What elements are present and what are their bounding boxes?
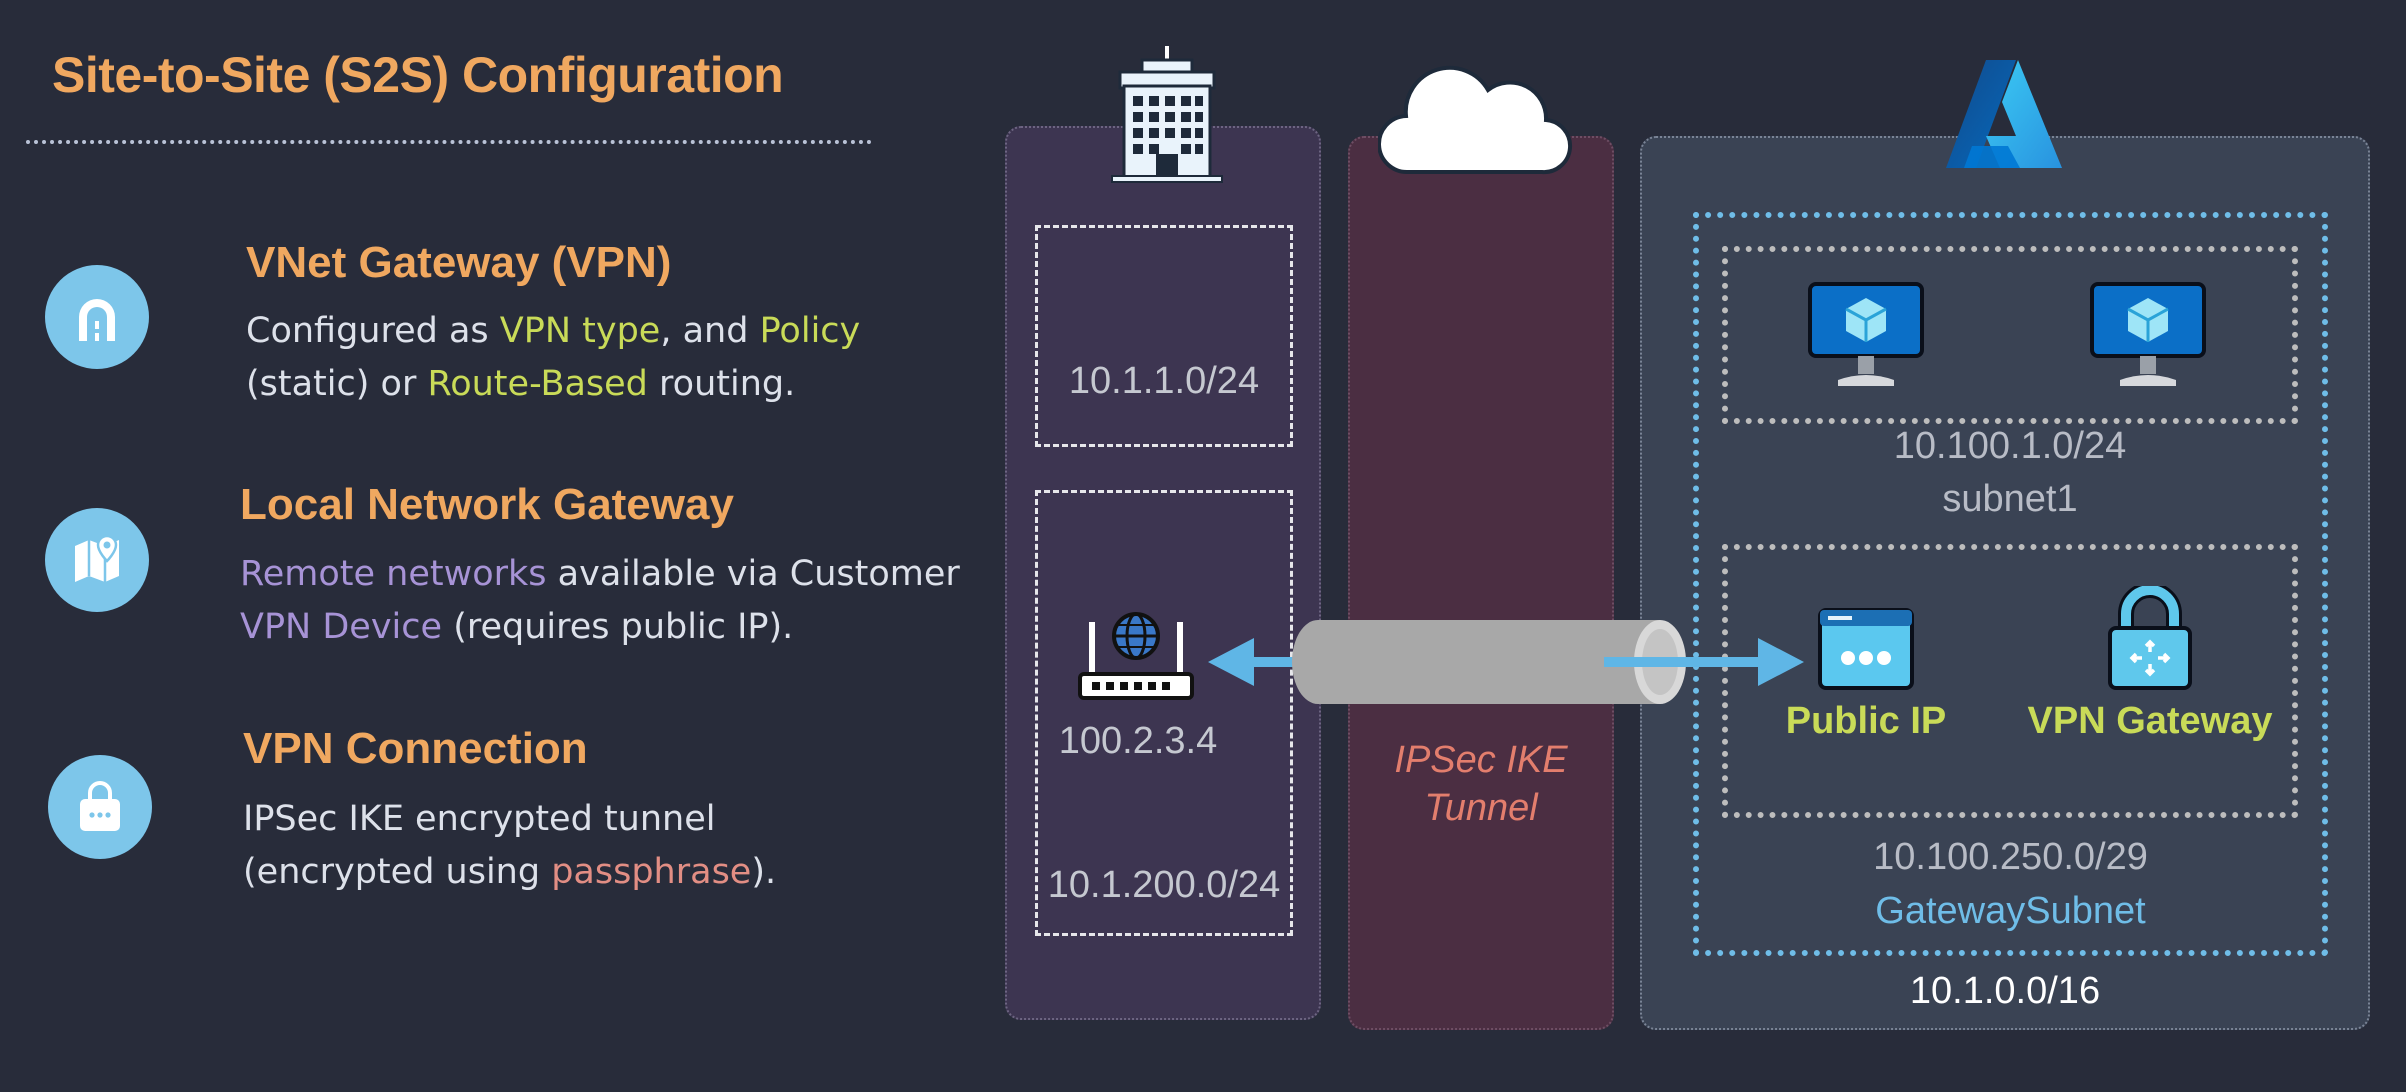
gateway-subnet-cidr: 10.100.250.0/29 <box>1873 836 2148 878</box>
highlight-text: VPN type <box>499 311 661 351</box>
vm-icon <box>1808 282 1924 394</box>
subnet1-cidr: 10.100.1.0/24 <box>1893 425 2127 467</box>
gateway-subnet-name: GatewaySubnet <box>1875 890 2146 932</box>
text-segment: (encrypted using <box>243 852 552 892</box>
public-ip-icon <box>1818 608 1914 694</box>
onprem-subnet-top <box>1035 225 1293 447</box>
lock-bag-icon <box>48 755 152 859</box>
text-segment: available via Customer <box>546 554 960 594</box>
page-title: Site-to-Site (S2S) Configuration <box>52 47 784 103</box>
text-line: IPSec IKE encrypted tunnel <box>243 793 776 846</box>
tunnel-label-line1: IPSec IKE <box>1394 739 1568 781</box>
building-icon <box>1106 46 1228 188</box>
onprem-subnet-bottom-cidr: 10.1.200.0/24 <box>1047 864 1281 906</box>
azure-logo-icon <box>1942 56 2066 176</box>
highlight-text: Route-Based <box>427 364 648 404</box>
text-line: (static) or Route-Based routing. <box>246 358 860 411</box>
onprem-subnet-bottom <box>1035 490 1293 936</box>
section-text-vpn-connection: IPSec IKE encrypted tunnel (encrypted us… <box>243 793 776 899</box>
text-segment: Configured as <box>246 311 500 351</box>
gateway-subnet-box <box>1693 212 2328 956</box>
section-text-vnet-gateway: Configured as VPN type, and Policy (stat… <box>246 305 860 411</box>
tunnel-label: IPSec IKE Tunnel <box>1348 736 1614 832</box>
text-segment: IPSec IKE encrypted tunnel <box>243 799 716 839</box>
highlight-text: passphrase <box>551 852 752 892</box>
cloud-icon <box>1377 54 1574 180</box>
text-segment: , and <box>660 311 760 351</box>
gateway-inner-box <box>1722 544 2298 818</box>
vpn-gateway-label: VPN Gateway <box>2027 700 2273 742</box>
vpn-gateway-lock-icon <box>2106 582 2194 696</box>
text-segment: (static) or <box>246 364 428 404</box>
text-line: (encrypted using passphrase). <box>243 846 776 899</box>
title-divider <box>26 140 872 144</box>
azure-vnet <box>1640 136 2370 1030</box>
on-premises-site <box>1005 126 1321 1020</box>
vpn-device-ip: 100.2.3.4 <box>1058 720 1218 762</box>
text-line: VPN Device (requires public IP). <box>240 601 960 654</box>
router-icon <box>1078 608 1194 708</box>
gateway-arch-icon <box>45 265 149 369</box>
ipsec-tunnel <box>1200 604 1820 708</box>
text-line: Configured as VPN type, and Policy <box>246 305 860 358</box>
highlight-text: Policy <box>759 311 861 351</box>
text-line: Remote networks available via Customer <box>240 548 960 601</box>
highlight-text: VPN Device <box>240 607 443 647</box>
onprem-subnet-top-cidr: 10.1.1.0/24 <box>1068 360 1260 402</box>
subnet1-name: subnet1 <box>1942 478 2078 520</box>
text-segment: routing. <box>647 364 796 404</box>
section-title-local-network-gateway: Local Network Gateway <box>240 480 734 529</box>
public-ip-label: Public IP <box>1785 700 1947 742</box>
tunnel-label-line2: Tunnel <box>1424 787 1538 829</box>
tunnel-lane <box>1348 136 1614 1030</box>
vm-icon <box>2090 282 2206 394</box>
section-text-local-network-gateway: Remote networks available via Customer V… <box>240 548 960 654</box>
section-title-vpn-connection: VPN Connection <box>243 724 588 773</box>
vnet-cidr: 10.1.0.0/16 <box>1909 970 2101 1012</box>
subnet1-box <box>1722 246 2298 424</box>
text-segment: ). <box>751 852 777 892</box>
text-segment: (requires public IP). <box>442 607 794 647</box>
section-title-vnet-gateway: VNet Gateway (VPN) <box>246 238 672 287</box>
highlight-text: Remote networks <box>240 554 547 594</box>
map-pin-icon <box>45 508 149 612</box>
